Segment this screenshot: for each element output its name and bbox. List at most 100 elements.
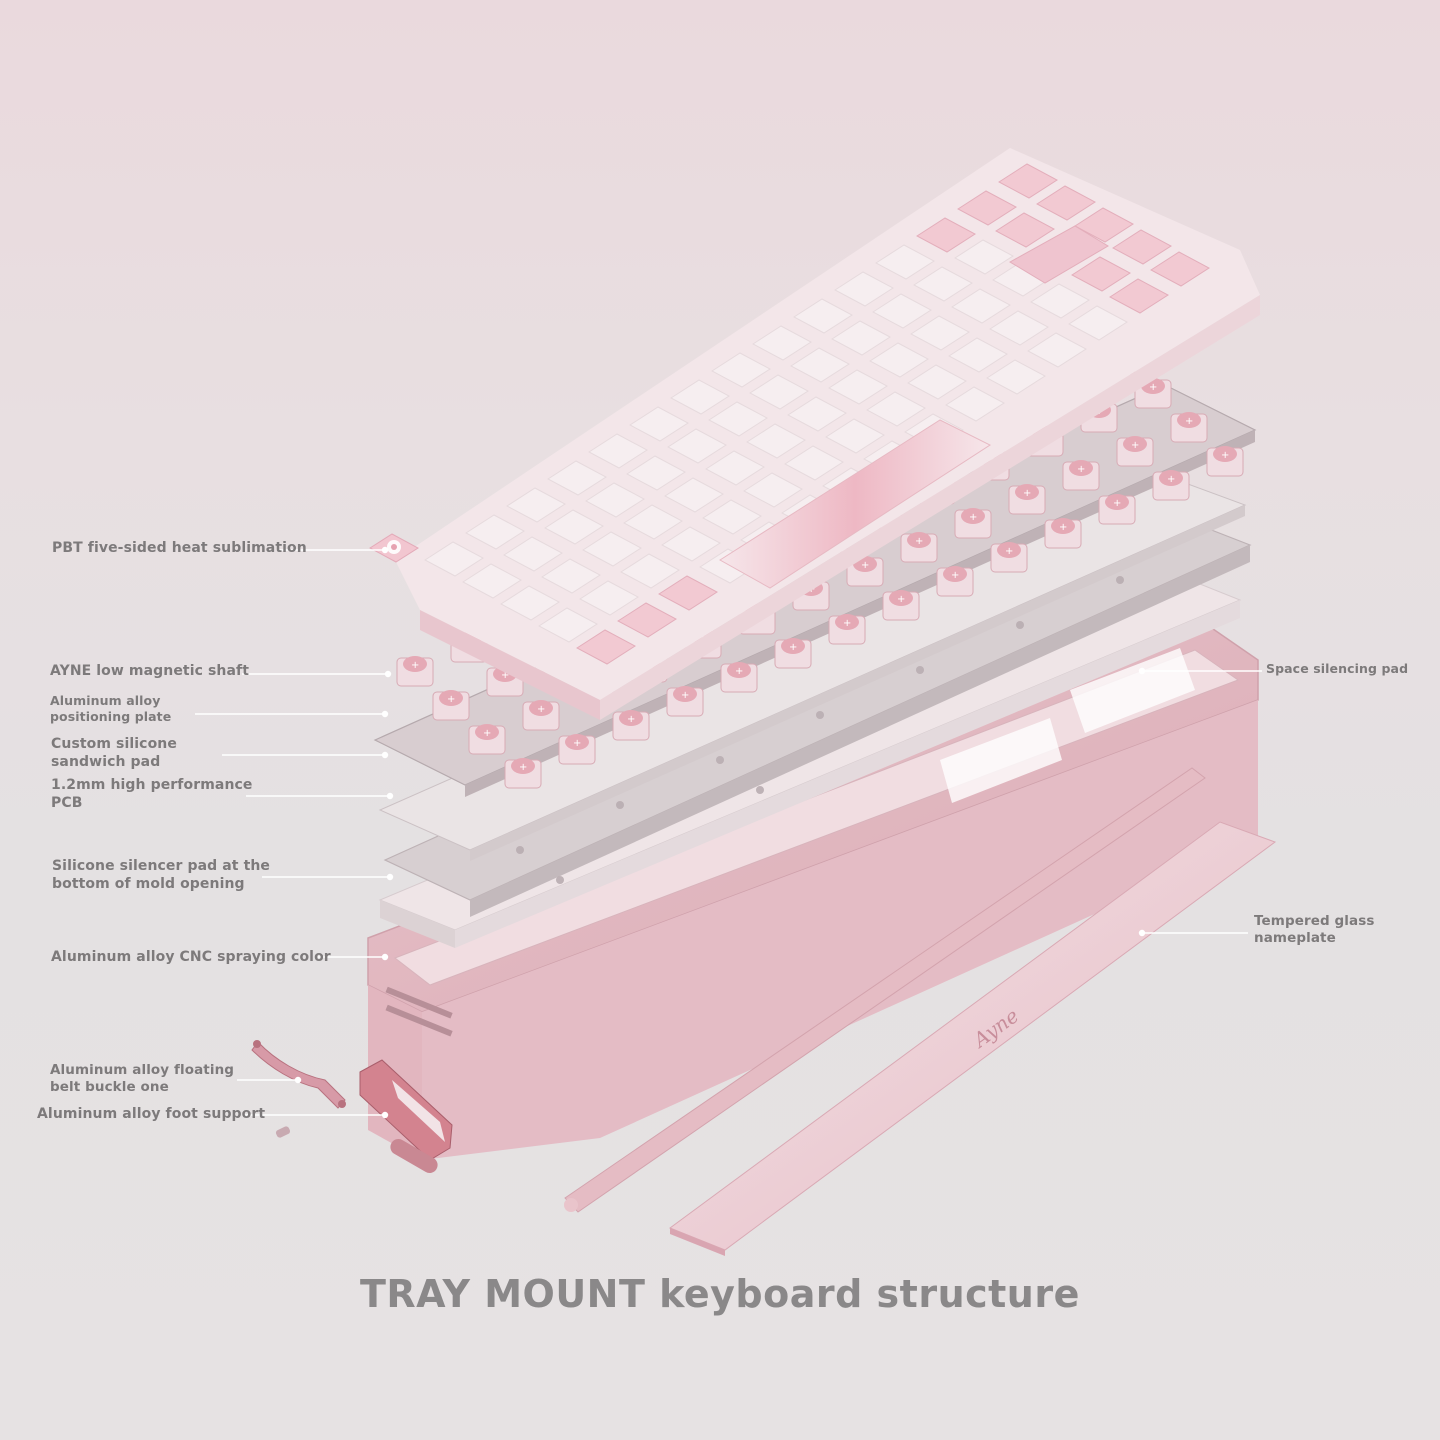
switch: + [1170, 412, 1208, 443]
label-magnetic-shaft: AYNE low magnetic shaft [50, 663, 250, 679]
keycap [998, 163, 1058, 199]
keycap [462, 563, 522, 599]
svg-text:+: + [1005, 546, 1013, 557]
keycap [831, 320, 891, 356]
svg-text:+: + [519, 762, 527, 773]
svg-text:+: + [789, 642, 797, 653]
keycap [1036, 185, 1096, 221]
keycap [503, 536, 563, 572]
keycap [945, 386, 1005, 422]
foot-support [359, 1059, 453, 1161]
switch: + [468, 724, 506, 755]
switch: + [774, 638, 812, 669]
keycap [916, 217, 976, 253]
svg-text:+: + [447, 694, 455, 705]
switch: + [432, 690, 470, 721]
svg-text:+: + [915, 536, 923, 547]
switch: + [1134, 378, 1172, 409]
keycap [1071, 256, 1131, 292]
keycap [626, 455, 686, 491]
keycap [661, 526, 721, 562]
keycap [866, 391, 926, 427]
keycap [1112, 229, 1172, 265]
keycap [576, 629, 636, 665]
keycap [506, 487, 566, 523]
keycap [989, 310, 1049, 346]
switch: + [1044, 518, 1082, 549]
keycap [834, 271, 894, 307]
keycap [544, 509, 604, 545]
svg-text:+: + [1185, 416, 1193, 427]
svg-text:+: + [537, 704, 545, 715]
keycap [784, 445, 844, 481]
keycap [579, 580, 639, 616]
label-foot-support: Aluminum alloy foot support [37, 1106, 266, 1122]
floating-belt-buckle [251, 1040, 346, 1109]
svg-text:+: + [681, 690, 689, 701]
switch: + [504, 758, 542, 789]
keycap [790, 347, 850, 383]
keycap [541, 558, 601, 594]
keycap [828, 369, 888, 405]
label-positioning-plate: Aluminum alloy positioning plate [50, 693, 172, 724]
keycap [1074, 207, 1134, 243]
svg-text:+: + [501, 670, 509, 681]
switch: + [1008, 484, 1046, 515]
label-pbt-heat-sublimation: PBT five-sided heat sublimation [52, 540, 307, 556]
svg-text:+: + [411, 660, 419, 671]
svg-text:+: + [1167, 474, 1175, 485]
switch: + [1152, 470, 1190, 501]
switch: + [522, 700, 560, 731]
switch: + [396, 656, 434, 687]
keycap [585, 482, 645, 518]
svg-text:+: + [897, 594, 905, 605]
keycap [711, 352, 771, 388]
svg-text:+: + [1023, 488, 1031, 499]
keycap [869, 342, 929, 378]
keycap [746, 423, 806, 459]
switch: + [990, 542, 1028, 573]
keycap [617, 602, 677, 638]
svg-text:+: + [1131, 440, 1139, 451]
keycap-set [369, 148, 1260, 720]
keycap [705, 450, 765, 486]
svg-text:+: + [735, 666, 743, 677]
keycap [986, 359, 1046, 395]
keycap [667, 428, 727, 464]
side-bar [564, 767, 1206, 1213]
svg-text:+: + [1221, 450, 1229, 461]
switch: + [612, 710, 650, 741]
switch: + [828, 614, 866, 645]
keycap [793, 298, 853, 334]
keycap [465, 514, 525, 550]
keycap [872, 293, 932, 329]
label-sandwich-pad: Custom silicone sandwich pad [51, 736, 177, 770]
keycap [658, 575, 718, 611]
label-silencer-pad: Silicone silencer pad at the bottom of m… [52, 858, 271, 892]
label-space-silencing-pad: Space silencing pad [1266, 661, 1409, 676]
keycap [1109, 278, 1169, 314]
svg-text:+: + [1077, 464, 1085, 475]
svg-text:+: + [861, 560, 869, 571]
leader-lines [195, 546, 1262, 1119]
keycap [954, 239, 1014, 275]
keycap [752, 325, 812, 361]
keycap [620, 553, 680, 589]
switch: + [954, 508, 992, 539]
switch: + [1206, 446, 1244, 477]
svg-text:+: + [951, 570, 959, 581]
label-belt-buckle: Aluminum alloy floating belt buckle one [50, 1062, 235, 1095]
switch: + [846, 556, 884, 587]
keycap [623, 504, 683, 540]
switch: + [1098, 494, 1136, 525]
keycap [910, 315, 970, 351]
keycap [629, 406, 689, 442]
keycap [547, 460, 607, 496]
keycap [664, 477, 724, 513]
tempered-glass-nameplate: Ayne [668, 821, 1277, 1256]
keycap [825, 418, 885, 454]
switch: + [666, 686, 704, 717]
svg-text:+: + [843, 618, 851, 629]
keycap [995, 212, 1055, 248]
